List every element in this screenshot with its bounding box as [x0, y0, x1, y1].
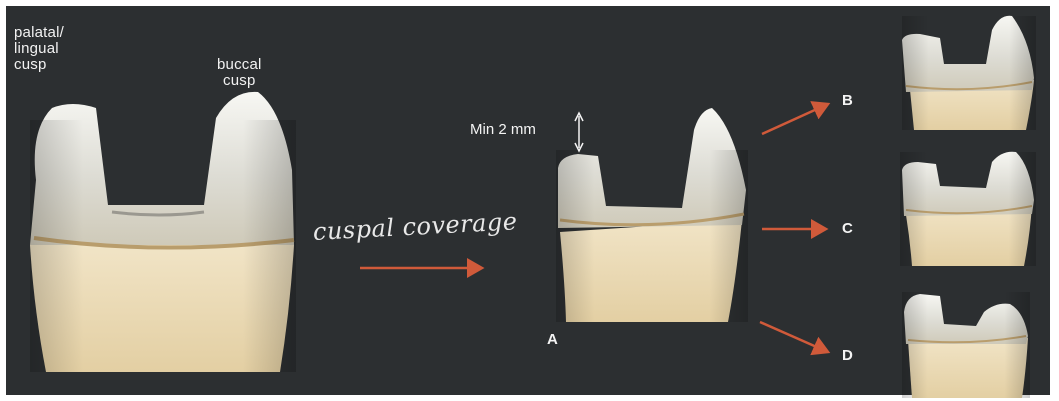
- variant-b-label: B: [842, 92, 853, 109]
- original-tooth: [30, 92, 296, 372]
- arrow-to-d: [760, 322, 828, 352]
- thickness-indicator: [575, 113, 583, 151]
- tooth-variant-c: [900, 152, 1036, 266]
- min-thickness-label: Min 2 mm: [470, 121, 536, 138]
- arrow-to-b: [762, 104, 828, 134]
- palatal-cusp-label: palatal/ lingual cusp: [14, 25, 64, 73]
- tooth-variant-d: [902, 292, 1030, 398]
- buccal-cusp-label: buccal cusp: [217, 57, 262, 89]
- tooth-variant-a: [556, 108, 748, 322]
- variant-c-label: C: [842, 220, 853, 237]
- tooth-variant-b: [902, 16, 1036, 130]
- variant-d-label: D: [842, 347, 853, 364]
- variant-a-label: A: [547, 331, 558, 348]
